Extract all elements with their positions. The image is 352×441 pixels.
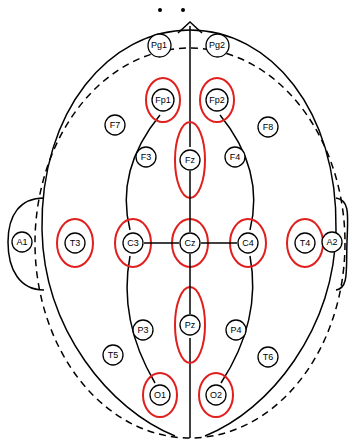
electrode-circle [180, 315, 200, 335]
head-outline [190, 30, 336, 436]
electrode-label: O2 [210, 391, 222, 400]
left-ear [8, 198, 44, 290]
electrode-circle [180, 233, 200, 253]
electrode-label: T5 [108, 351, 119, 360]
electrode-circle [152, 89, 174, 111]
electrode-node: T4 [294, 232, 316, 254]
electrode-circle [148, 34, 171, 57]
electrode-node: T6 [257, 346, 279, 368]
connector-line [189, 254, 191, 314]
electrode-node: C3 [122, 232, 144, 254]
connector-line [144, 242, 179, 244]
electrode-node: P4 [225, 319, 247, 341]
electrode-label: Fp1 [155, 96, 171, 105]
electrode-circle [65, 233, 85, 253]
reference-arc [221, 256, 253, 383]
electrode-circle [150, 385, 170, 405]
highlight-ellipse [146, 78, 180, 122]
electrode-node: T5 [102, 344, 124, 366]
electrode-label: T6 [263, 353, 274, 362]
electrode-label: F8 [263, 123, 274, 132]
dot [181, 8, 185, 12]
electrode-node: F3 [135, 146, 157, 168]
electrode-node: Pg1 [147, 33, 172, 58]
electrode-circle [206, 385, 226, 405]
dot [158, 8, 162, 12]
electrode-node: P3 [132, 319, 154, 341]
reference-arc [220, 115, 254, 230]
midline [189, 338, 191, 438]
electrode-label: Cz [185, 239, 196, 248]
head-outline [42, 30, 190, 436]
electrode-circle [12, 232, 32, 252]
electrode-circle [105, 115, 125, 135]
electrode-label: Fp2 [209, 96, 225, 105]
electrode-node: O2 [205, 384, 227, 406]
electrode-label: F4 [230, 153, 241, 162]
electrode-label: T4 [300, 239, 311, 248]
reference-arc [126, 115, 160, 230]
electrode-circle [103, 345, 123, 365]
electrode-circle [238, 233, 258, 253]
electrode-circle [258, 117, 278, 137]
electrode-node: Pg2 [205, 33, 230, 58]
electrode-circle [226, 320, 246, 340]
electrode-label: Pz [185, 321, 196, 330]
electrode-node: A1 [11, 231, 33, 253]
electrode-node: A2 [321, 231, 343, 253]
electrode-node: Fp2 [205, 88, 229, 112]
electrode-circle [225, 147, 245, 167]
electrode-label: F3 [141, 153, 152, 162]
reference-arc [127, 256, 155, 383]
electrode-circle [136, 147, 156, 167]
electrode-circle [180, 150, 200, 170]
electrode-node: T3 [64, 232, 86, 254]
connector-line [201, 242, 237, 244]
highlight-ellipse [287, 219, 323, 267]
electrode-label: C3 [127, 239, 139, 248]
electrode-circle [322, 232, 342, 252]
electrode-label: P4 [230, 326, 241, 335]
electrode-label: A2 [326, 238, 337, 247]
electrode-node: F8 [257, 116, 279, 138]
highlight-ellipse [200, 78, 234, 122]
electrode-node: Cz [179, 232, 201, 254]
electrode-circle [206, 89, 228, 111]
electrode-node: Fz [179, 149, 201, 171]
electrode-node: Pz [179, 314, 201, 336]
electrode-circle [206, 34, 229, 57]
electrode-node: F7 [104, 114, 126, 136]
electrode-label: T3 [70, 239, 81, 248]
electrode-label: C4 [242, 239, 254, 248]
highlight-ellipse [143, 373, 177, 417]
electrode-circle [295, 233, 315, 253]
midline [189, 26, 191, 147]
electrode-label: O1 [154, 391, 166, 400]
electrode-circle [258, 347, 278, 367]
electrode-node: F4 [224, 146, 246, 168]
highlight-ellipse [199, 373, 233, 417]
electrode-label: A1 [16, 238, 27, 247]
electrode-label: Pg2 [209, 41, 225, 50]
electrode-node: O1 [149, 384, 171, 406]
electrode-label: Pg1 [151, 41, 167, 50]
electrode-label: P3 [137, 326, 148, 335]
electrode-node: Fp1 [151, 88, 175, 112]
electrode-circle [133, 320, 153, 340]
electrode-label: Fz [185, 156, 195, 165]
connector-line [189, 171, 191, 232]
electrode-circle [123, 233, 143, 253]
electrode-label: F7 [110, 121, 121, 130]
highlight-ellipse [57, 219, 93, 267]
electrode-node: C4 [237, 232, 259, 254]
